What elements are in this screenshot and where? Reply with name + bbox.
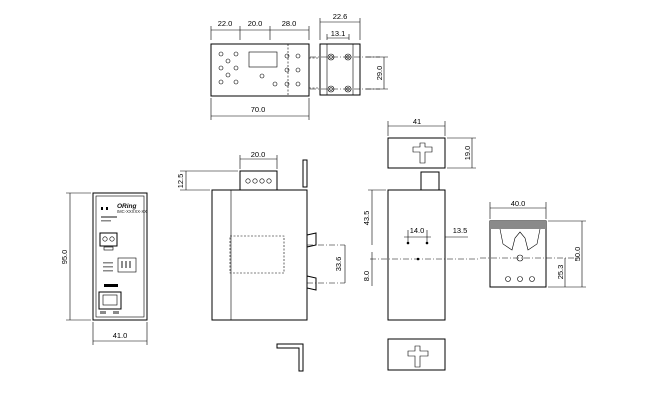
dim-din-rail-width: 40.0	[511, 199, 526, 208]
din-side-view: 43.5 8.0 14.0 13.5	[362, 171, 480, 321]
din-top-body	[387, 137, 446, 169]
front-terminal-block	[99, 232, 118, 247]
dim-top-total: 70.0	[251, 105, 266, 114]
top-view-window	[248, 51, 278, 68]
front-rj45-port	[98, 291, 122, 310]
bracket-view: 22.6 13.1 29.0	[310, 12, 388, 96]
dim-front-height: 95.0	[60, 250, 69, 265]
front-model-label: IMC-XXXXX-XX	[117, 209, 147, 214]
dim-side-top-offset: 12.5	[176, 174, 185, 189]
dim-top-seg3: 28.0	[282, 19, 297, 28]
din-rail-view: 40.0 50.0 25.3	[480, 199, 586, 288]
din-bottom-cross	[407, 345, 429, 368]
front-view: ORing IMC-XXXXX-XX 95.0 41.0	[60, 192, 148, 345]
side-din-clip	[306, 232, 317, 291]
dim-bracket-width: 22.6	[333, 12, 348, 21]
side-mount-clip-top	[302, 159, 308, 188]
dim-din-side-left: 14.0	[410, 226, 425, 235]
top-view: 22.0 20.0 28.0 70.0	[210, 19, 320, 120]
dim-din-side-bottom: 8.0	[362, 271, 371, 281]
front-brand-label: ORing	[117, 203, 137, 210]
dim-din-side-right: 13.5	[453, 226, 468, 235]
dim-din-top-width: 41	[413, 117, 421, 126]
dim-din-side-top: 43.5	[362, 211, 371, 226]
dim-side-clip-height: 33.6	[334, 257, 343, 272]
din-top-view: 41 19.0	[387, 117, 476, 371]
bracket-plate	[319, 43, 361, 96]
din-side-body	[387, 189, 446, 321]
din-rail-clip-profile	[499, 228, 541, 251]
side-view-body	[211, 189, 308, 321]
front-dip-switch	[117, 257, 137, 273]
front-leds	[101, 207, 117, 222]
dim-din-rail-height: 50.0	[573, 247, 582, 262]
dim-din-rail-center: 25.3	[556, 265, 565, 280]
top-view-body	[210, 43, 310, 97]
side-connector-block	[239, 170, 278, 191]
top-view-screw-holes	[218, 51, 301, 87]
dim-top-seg2: 20.0	[248, 19, 263, 28]
dim-top-seg1: 22.0	[218, 19, 233, 28]
dim-bracket-inner: 13.1	[331, 29, 346, 38]
din-bottom-body	[387, 338, 446, 371]
dim-din-top-depth: 19.0	[463, 146, 472, 161]
side-view: 12.5 20.0 33.6	[176, 150, 346, 372]
din-top-cross	[412, 142, 433, 164]
dim-bracket-height: 29.0	[375, 66, 384, 81]
side-mount-clip-bottom	[276, 343, 304, 372]
din-side-top-block	[420, 171, 440, 191]
din-rail-body	[489, 220, 547, 288]
dim-side-top-width: 20.0	[251, 150, 266, 159]
front-led-bar	[104, 284, 118, 287]
dim-front-width: 41.0	[113, 331, 128, 340]
